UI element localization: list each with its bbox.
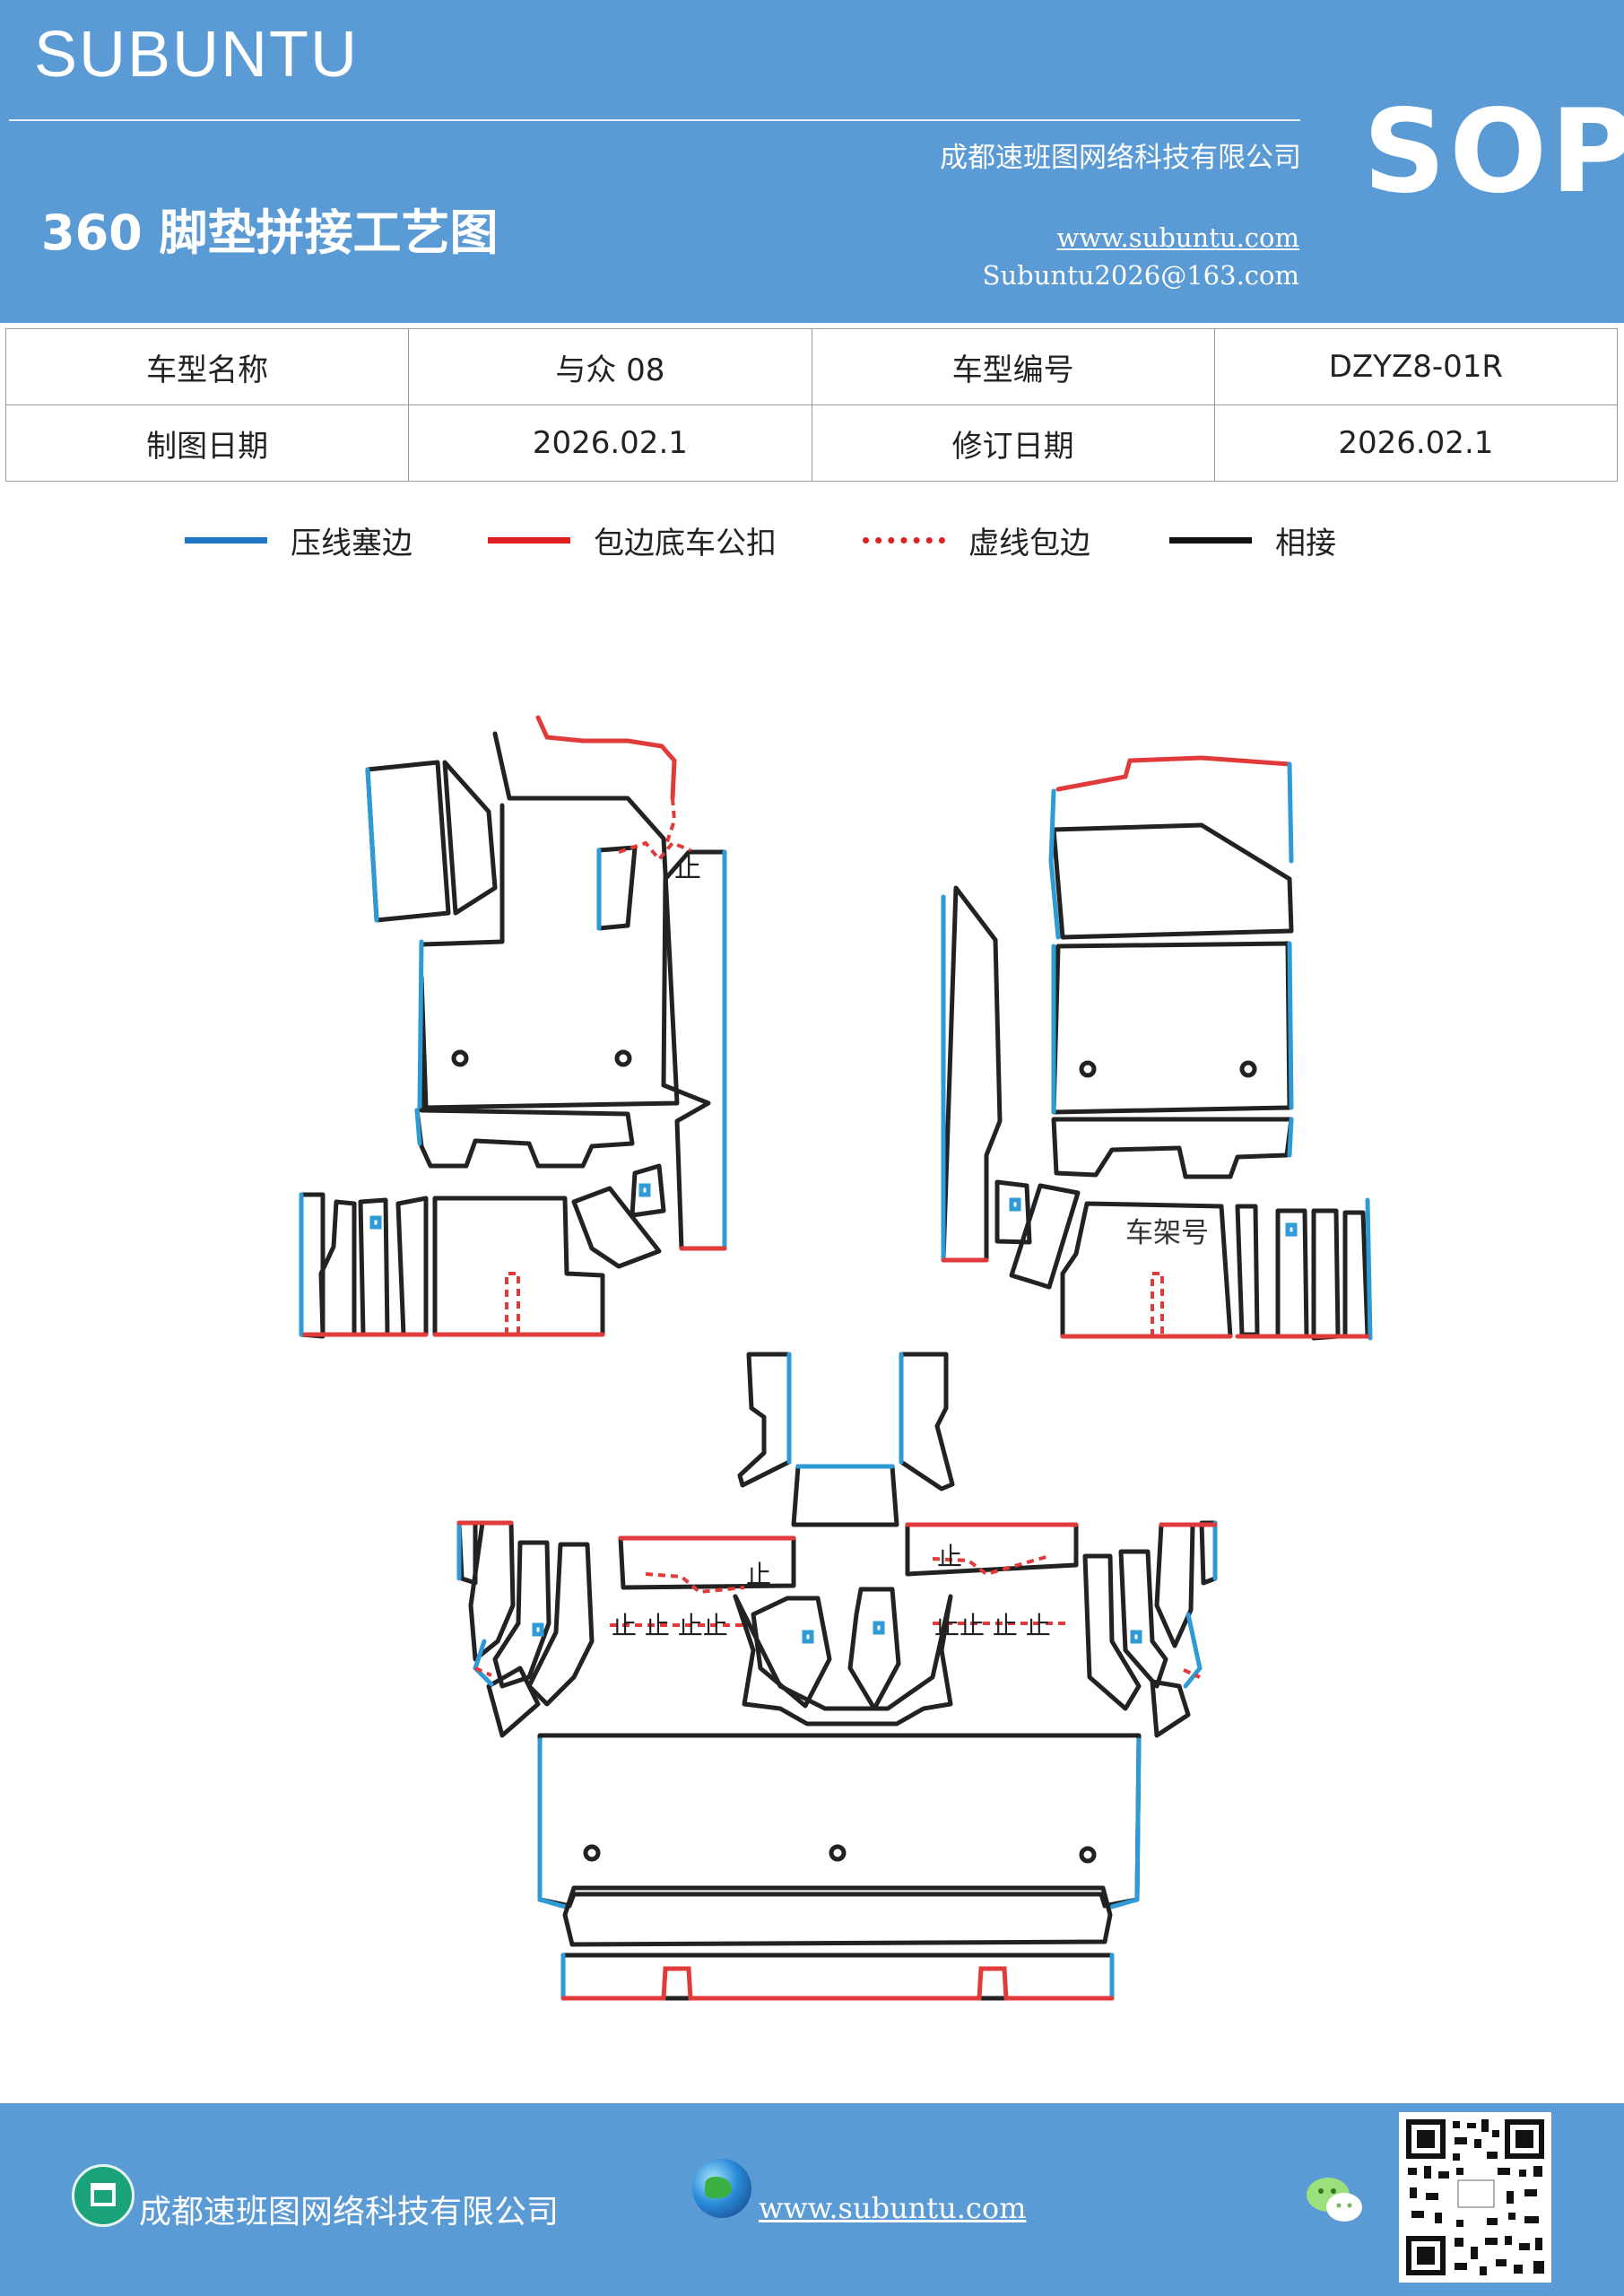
legend-swatch <box>488 537 570 544</box>
brand-logo: SUBUNTU <box>34 19 360 91</box>
legend-item-dotted-edge: 虚线包边 <box>863 518 1090 562</box>
mat-layout-diagram: 止 车架号 <box>299 715 1373 2001</box>
header: SUBUNTU SOP 成都速班图网络科技有限公司 360 脚垫拼接工艺图 ww… <box>0 0 1624 323</box>
revision-date-value: 2026.02.1 <box>1213 404 1619 482</box>
table-row: 制图日期 2026.02.1 修订日期 2026.02.1 <box>4 404 1619 482</box>
wechat-icon[interactable] <box>1305 2175 1364 2227</box>
legend-label: 包边底车公扣 <box>594 526 777 561</box>
globe-icon <box>692 2159 751 2218</box>
model-code-value: DZYZ8-01R <box>1213 328 1619 405</box>
svg-text:止: 止 <box>937 1542 962 1571</box>
legend-item-bind-edge: 包边底车公扣 <box>488 518 777 562</box>
draw-date-label: 制图日期 <box>4 404 410 482</box>
footer: 成都速班图网络科技有限公司 www.subuntu.com <box>0 2103 1624 2296</box>
page-title: 360 脚垫拼接工艺图 <box>41 204 499 261</box>
svg-text:止止 止 止: 止止 止 止 <box>934 1611 1051 1640</box>
legend-item-press-edge: 压线塞边 <box>185 518 413 562</box>
header-divider <box>9 119 1300 121</box>
svg-text:止 止 止止: 止 止 止止 <box>612 1611 728 1640</box>
legend-swatch <box>1169 537 1252 544</box>
svg-text:止: 止 <box>746 1560 771 1589</box>
table-row: 车型名称 与众 08 车型编号 DZYZ8-01R <box>4 328 1619 405</box>
legend-label: 相接 <box>1275 526 1336 561</box>
footer-website-link[interactable]: www.subuntu.com <box>759 2191 1027 2225</box>
svg-text:止: 止 <box>674 853 701 884</box>
vin-label: 车架号 <box>1125 1217 1209 1249</box>
company-name: 成都速班图网络科技有限公司 <box>940 142 1301 174</box>
model-code-label: 车型编号 <box>811 328 1215 405</box>
revision-date-label: 修订日期 <box>811 404 1215 482</box>
rear-center-mat: 止 止 止 止 止止 止止 止 止 <box>456 1352 1218 2001</box>
legend-label: 虚线包边 <box>968 526 1090 561</box>
front-left-mat: 止 <box>365 715 727 1251</box>
legend-swatch <box>863 537 945 544</box>
email-address: Subuntu2026@163.com <box>982 260 1299 291</box>
legend: 压线塞边 包边底车公扣 虚线包边 相接 <box>0 518 1624 581</box>
sop-badge: SOP <box>1363 85 1624 219</box>
draw-date-value: 2026.02.1 <box>408 404 812 482</box>
website-link[interactable]: www.subuntu.com <box>1056 222 1299 253</box>
legend-item-joint: 相接 <box>1169 518 1336 562</box>
footer-company-name: 成都速班图网络科技有限公司 <box>139 2194 560 2231</box>
building-icon <box>72 2164 135 2227</box>
info-table: 车型名称 与众 08 车型编号 DZYZ8-01R 制图日期 2026.02.1… <box>4 328 1619 482</box>
legend-swatch <box>185 537 267 544</box>
model-name-value: 与众 08 <box>408 328 812 405</box>
qr-code <box>1399 2112 1551 2283</box>
front-right-mat: 车架号 <box>941 755 1373 1341</box>
legend-label: 压线塞边 <box>291 526 413 561</box>
left-side-strips <box>299 1186 662 1339</box>
model-name-label: 车型名称 <box>4 328 410 405</box>
